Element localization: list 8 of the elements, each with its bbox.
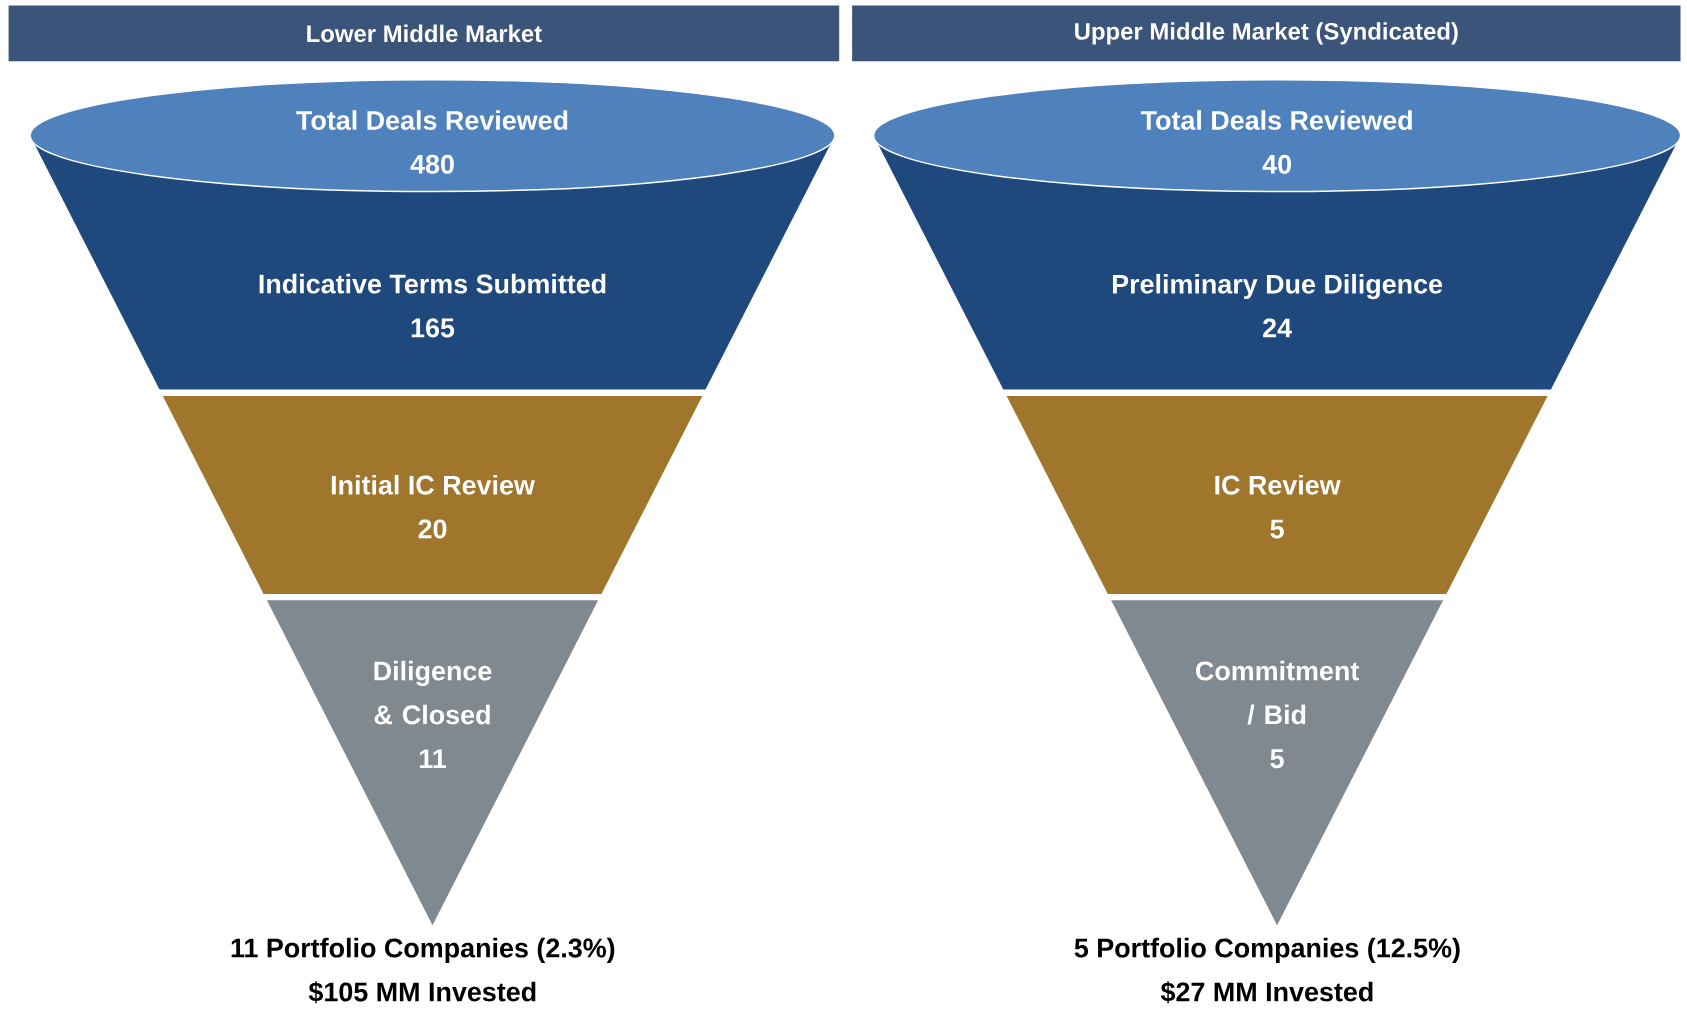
funnel-band: IC Review 5 bbox=[1006, 395, 1548, 594]
funnel-tip: Diligence & Closed 11 bbox=[266, 600, 599, 926]
funnel-tip: Commitment / Bid 5 bbox=[1111, 600, 1444, 926]
caption-text: 11 Portfolio Companies (2.3%) $105 MM Invested bbox=[231, 937, 615, 1004]
header-band: Lower Middle Market bbox=[8, 5, 840, 62]
funnel-band: Initial IC Review 20 bbox=[162, 395, 703, 594]
caption-text: 5 Portfolio Companies (12.5%) $27 MM Invested bbox=[1074, 937, 1460, 1004]
header-band: Upper Middle Market (Syndicated) bbox=[852, 5, 1681, 62]
